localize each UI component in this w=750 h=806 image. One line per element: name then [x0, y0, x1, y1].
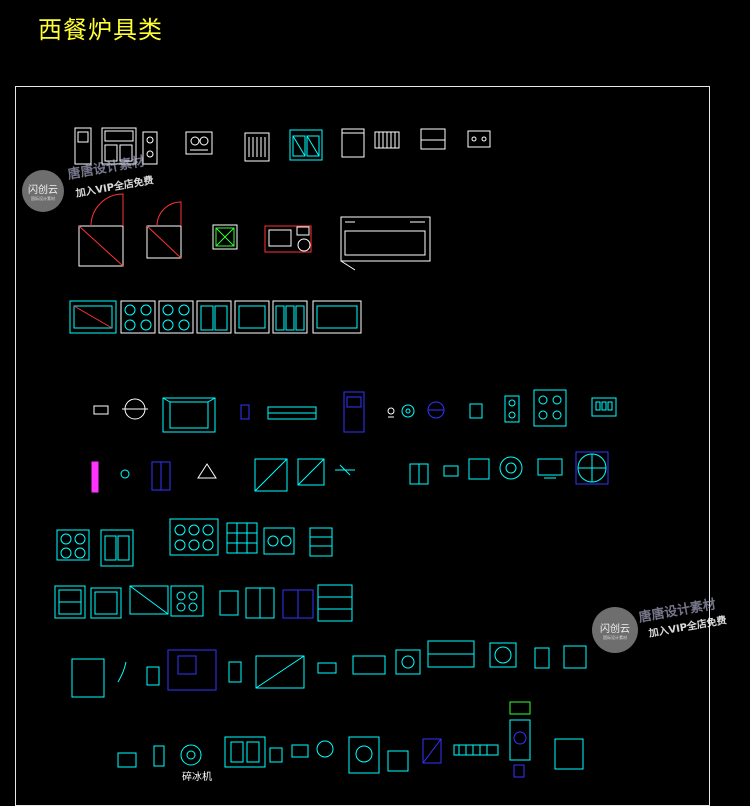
slim-panel-icon [153, 745, 165, 767]
cube-cabinet-icon [563, 645, 587, 669]
watermark-logo-text-2: 闪创云 [600, 623, 630, 635]
round-pot-icon [401, 404, 415, 418]
grill-top-icon-2 [90, 587, 122, 619]
four-burner-cooktop-icon [533, 389, 567, 427]
small-box-icon [146, 666, 160, 686]
square-cabinet-icon [554, 738, 584, 770]
globe-icon [427, 401, 445, 419]
ice-crusher-icon [180, 744, 202, 766]
long-tray-icon [352, 655, 386, 675]
small-cabinet-icon [219, 590, 239, 616]
cooking-line-plan-icon [340, 216, 431, 271]
compact-unit-icon [317, 662, 337, 674]
trash-bin-icon [469, 403, 483, 419]
warmer-icon [467, 130, 491, 148]
cabinet-unit-icon [341, 128, 365, 158]
ice-crusher-label: 碎冰机 [182, 772, 212, 783]
round-burner-icon [499, 456, 523, 480]
twin-door-cabinet-icon [224, 736, 266, 768]
fryer-pair-icon [196, 300, 232, 334]
kettle-icon [240, 404, 250, 420]
drawing-title: 西餐炉具类 [38, 16, 163, 44]
radiator-icon [374, 131, 400, 149]
narrow-panel-icon [534, 647, 550, 669]
burner-disc-icon [489, 642, 517, 668]
watermark-logo-text: 闪创云 [28, 184, 58, 196]
double-burner-icon [263, 527, 295, 555]
control-board-icon [228, 661, 242, 683]
oven-door-swing-icon-2 [146, 201, 182, 259]
rack-icon [317, 584, 353, 622]
four-burner-range-icon-2 [158, 300, 194, 334]
flat-top-griddle-icon [312, 300, 362, 334]
double-cabinet-icon [409, 463, 429, 485]
hood-unit-icon [420, 128, 446, 150]
panel-icon [468, 458, 490, 480]
grated-range-icon [226, 522, 258, 554]
arch-hood-icon [197, 463, 217, 479]
magenta-strip-icon [91, 461, 99, 493]
small-stand-icon [117, 752, 137, 768]
burner-top-icon [185, 131, 213, 155]
small-fixture-icon [269, 747, 283, 763]
four-burner-range-icon [120, 300, 156, 334]
mixer-attachment-icon [291, 740, 334, 758]
watermark-logo-subtext: 国际设计素材 [31, 195, 55, 201]
faucet-icon [117, 661, 127, 683]
six-burner-range-icon [169, 518, 219, 556]
low-tray-icon [443, 465, 459, 477]
oven-door-swing-icon [78, 193, 124, 267]
steam-table-icon [255, 655, 305, 689]
four-hob-icon [170, 585, 204, 617]
dispenser-tower-icon [509, 701, 531, 778]
counter-island-icon [162, 397, 216, 433]
fan-unit-icon [335, 464, 355, 476]
square-plate-icon [254, 458, 288, 492]
square-plate-icon-2 [297, 458, 325, 486]
salamander-icon [234, 300, 270, 334]
small-appliance-icon [93, 405, 109, 415]
monitor-icon [537, 458, 563, 479]
griddle-icon [244, 132, 270, 162]
conveyor-icon [453, 744, 499, 756]
oven-front-icon [69, 300, 117, 334]
combi-unit-red-icon [264, 225, 312, 253]
safe-box-icon [348, 736, 380, 774]
drawer-cabinet-icon [387, 750, 409, 772]
range-front-elevation-icon [74, 127, 158, 165]
double-cabinet-row7-icon [245, 587, 275, 619]
griddle-range-icon [100, 529, 134, 567]
watermark-logo-subtext-2: 国际设计素材 [603, 634, 627, 640]
char-grill-icon [309, 527, 333, 557]
blue-fryer-icon [282, 589, 314, 619]
double-hob-icon [504, 395, 520, 423]
blue-mixer-machine-icon [167, 649, 217, 691]
grill-top-icon [54, 585, 86, 619]
control-panel-icon [591, 397, 617, 417]
conveyor-toaster-icon [267, 406, 317, 420]
blue-slab-icon [422, 738, 442, 764]
double-fryer-icon [289, 129, 323, 161]
triple-well-icon [272, 300, 308, 334]
watermark-logo: 闪创云 国际设计素材 [22, 170, 64, 212]
four-burner-range-row6-icon [56, 529, 90, 561]
figurine-icon [387, 407, 395, 418]
salamander-row8-icon [427, 640, 475, 668]
mixer-chair-icon [343, 391, 365, 433]
tall-cabinet-icon [71, 658, 105, 698]
wok-burner-icon [122, 398, 148, 420]
watermark-logo-2: 闪创云 国际设计素材 [592, 607, 638, 653]
small-valve-icon [120, 469, 130, 479]
square-oven-icon [395, 649, 421, 675]
slab-icon [129, 585, 169, 615]
circular-grill-icon [575, 451, 609, 485]
burner-grate-green-icon [212, 224, 238, 250]
blue-cabinet-icon [151, 461, 171, 491]
